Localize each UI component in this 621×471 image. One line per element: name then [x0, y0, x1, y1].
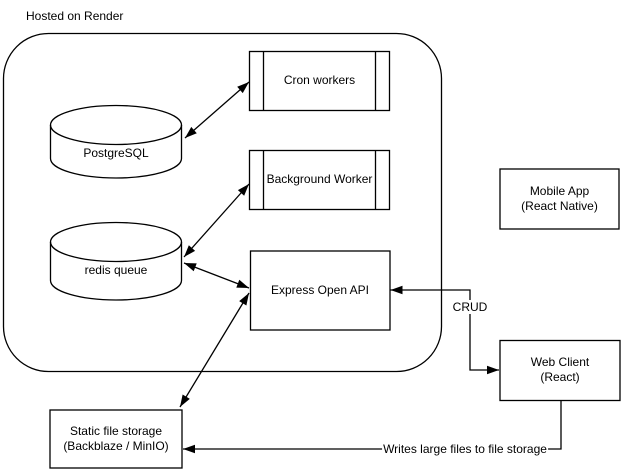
mobile-app-subtitle: (React Native) [521, 199, 598, 213]
edge-web-client-static-storage [183, 400, 562, 454]
web-client-label: Web Client (React) [500, 340, 620, 400]
postgresql-label: PostgreSQL [83, 146, 149, 160]
web-client-subtitle: (React) [540, 370, 580, 384]
mobile-app-title: Mobile App [529, 184, 590, 198]
postgresql-cylinder [49, 104, 183, 179]
static-storage-box [49, 409, 183, 469]
express-api-label: Express Open API [270, 283, 370, 297]
static-storage-subtitle: (Backblaze / MinIO) [63, 439, 169, 453]
cron-workers-box [248, 50, 391, 112]
mobile-app-box [499, 168, 620, 230]
web-client-box [499, 339, 621, 402]
edge-redis-express-api [183, 262, 250, 289]
express-api-box [249, 250, 391, 331]
cron-workers-label: Cron workers [283, 73, 356, 87]
render-container-label: Hosted on Render [26, 9, 124, 23]
writes-files-edge-label: Writes large files to file storage [382, 442, 548, 456]
background-worker-box [248, 149, 391, 211]
web-client-title: Web Client [530, 355, 590, 369]
edge-express-api-web-client-crud [390, 285, 499, 375]
redis-queue-label: redis queue [84, 263, 148, 277]
background-worker-label: Background Worker [266, 172, 373, 186]
edge-redis-background-worker [183, 183, 250, 258]
redis-queue-cylinder [49, 221, 183, 301]
mobile-app-label: Mobile App (React Native) [500, 169, 619, 229]
crud-edge-label: CRUD [451, 300, 489, 314]
static-storage-title: Static file storage [69, 424, 163, 438]
edge-static-storage-express-api [179, 292, 250, 408]
edge-postgresql-cron-workers [184, 81, 250, 139]
static-storage-label: Static file storage (Backblaze / MinIO) [50, 410, 182, 468]
